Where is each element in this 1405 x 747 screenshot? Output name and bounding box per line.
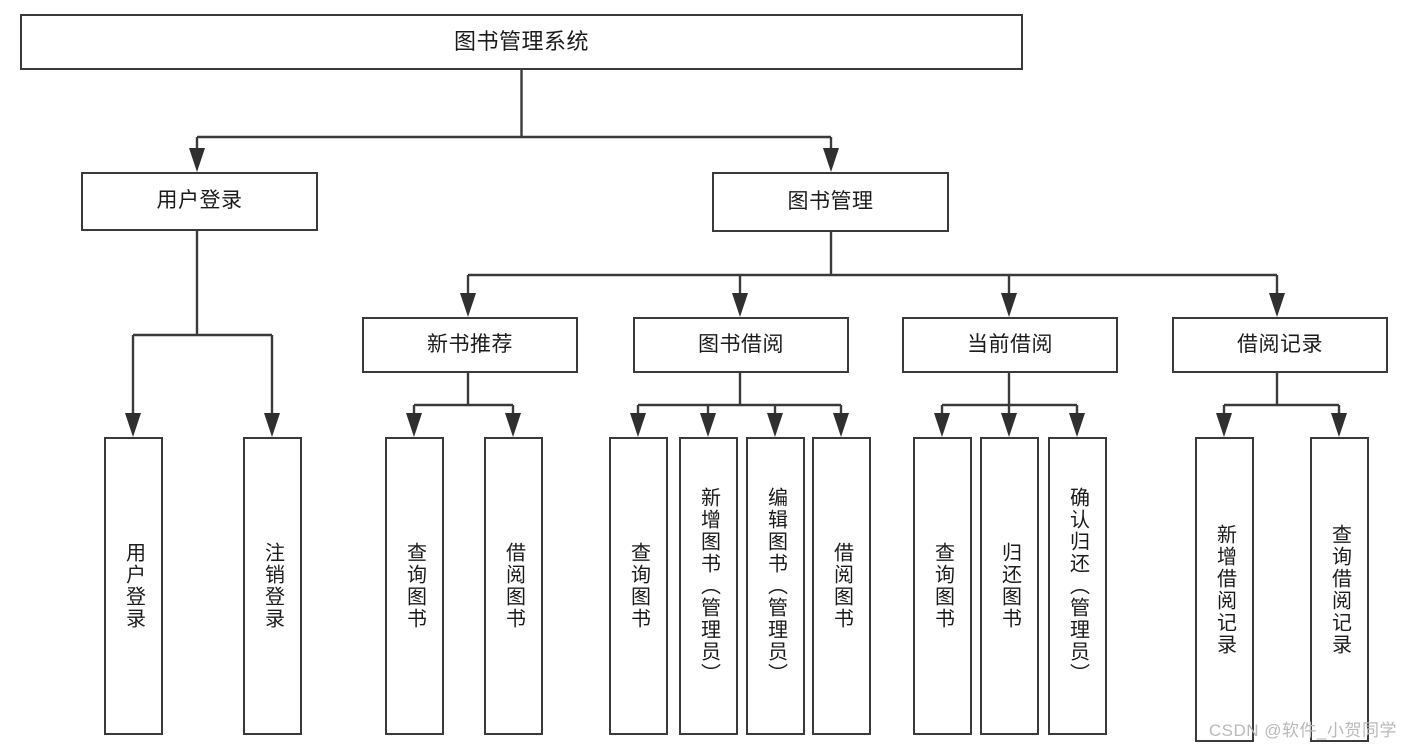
node-label: 借阅记录	[1237, 332, 1323, 356]
node-label: 当前借阅	[967, 332, 1053, 356]
node-label: 查询借阅记录	[1328, 523, 1351, 656]
node-current-borrow[interactable]: 当前借阅	[902, 317, 1118, 373]
node-label: 查询图书	[931, 542, 954, 630]
node-label: 新书推荐	[427, 332, 513, 356]
node-label: 图书管理系统	[453, 29, 589, 55]
node-book-borrow[interactable]: 图书借阅	[633, 317, 849, 373]
node-label: 借阅图书	[502, 542, 525, 630]
node-label: 编辑图书（管理员）	[764, 487, 787, 685]
leaf-recommend-query-book[interactable]: 查询图书	[385, 437, 444, 735]
node-label: 新增借阅记录	[1213, 523, 1236, 656]
node-label: 用户登录	[122, 542, 145, 630]
leaf-user-login-login[interactable]: 用户登录	[104, 437, 163, 735]
node-root-system[interactable]: 图书管理系统	[20, 14, 1023, 70]
node-label: 图书借阅	[698, 332, 784, 356]
node-label: 查询图书	[403, 542, 426, 630]
node-borrow-record[interactable]: 借阅记录	[1172, 317, 1388, 373]
node-user-login[interactable]: 用户登录	[81, 172, 318, 231]
node-label: 归还图书	[998, 542, 1021, 630]
leaf-record-add-record[interactable]: 新增借阅记录	[1195, 437, 1254, 742]
leaf-current-query-book[interactable]: 查询图书	[913, 437, 972, 735]
leaf-current-confirm-return-admin[interactable]: 确认归还（管理员）	[1048, 437, 1107, 735]
node-label: 图书管理	[787, 189, 874, 213]
node-label: 查询图书	[627, 542, 650, 630]
node-label: 用户登录	[156, 189, 243, 213]
node-new-book-recommend[interactable]: 新书推荐	[362, 317, 578, 373]
leaf-record-query-record[interactable]: 查询借阅记录	[1310, 437, 1369, 742]
node-label: 借阅图书	[830, 542, 853, 630]
leaf-borrow-edit-book-admin[interactable]: 编辑图书（管理员）	[746, 437, 805, 735]
leaf-borrow-query-book[interactable]: 查询图书	[609, 437, 668, 735]
csdn-watermark: CSDN @软件_小贺同学	[1208, 721, 1397, 740]
node-book-management[interactable]: 图书管理	[712, 172, 949, 232]
leaf-recommend-borrow-book[interactable]: 借阅图书	[484, 437, 543, 735]
node-label: 新增图书（管理员）	[697, 487, 720, 685]
leaf-borrow-add-book-admin[interactable]: 新增图书（管理员）	[679, 437, 738, 735]
node-label: 确认归还（管理员）	[1066, 487, 1089, 685]
leaf-current-return-book[interactable]: 归还图书	[980, 437, 1039, 735]
node-label: 注销登录	[261, 542, 284, 630]
leaf-user-login-logout[interactable]: 注销登录	[243, 437, 302, 735]
leaf-borrow-borrow-book[interactable]: 借阅图书	[812, 437, 871, 735]
